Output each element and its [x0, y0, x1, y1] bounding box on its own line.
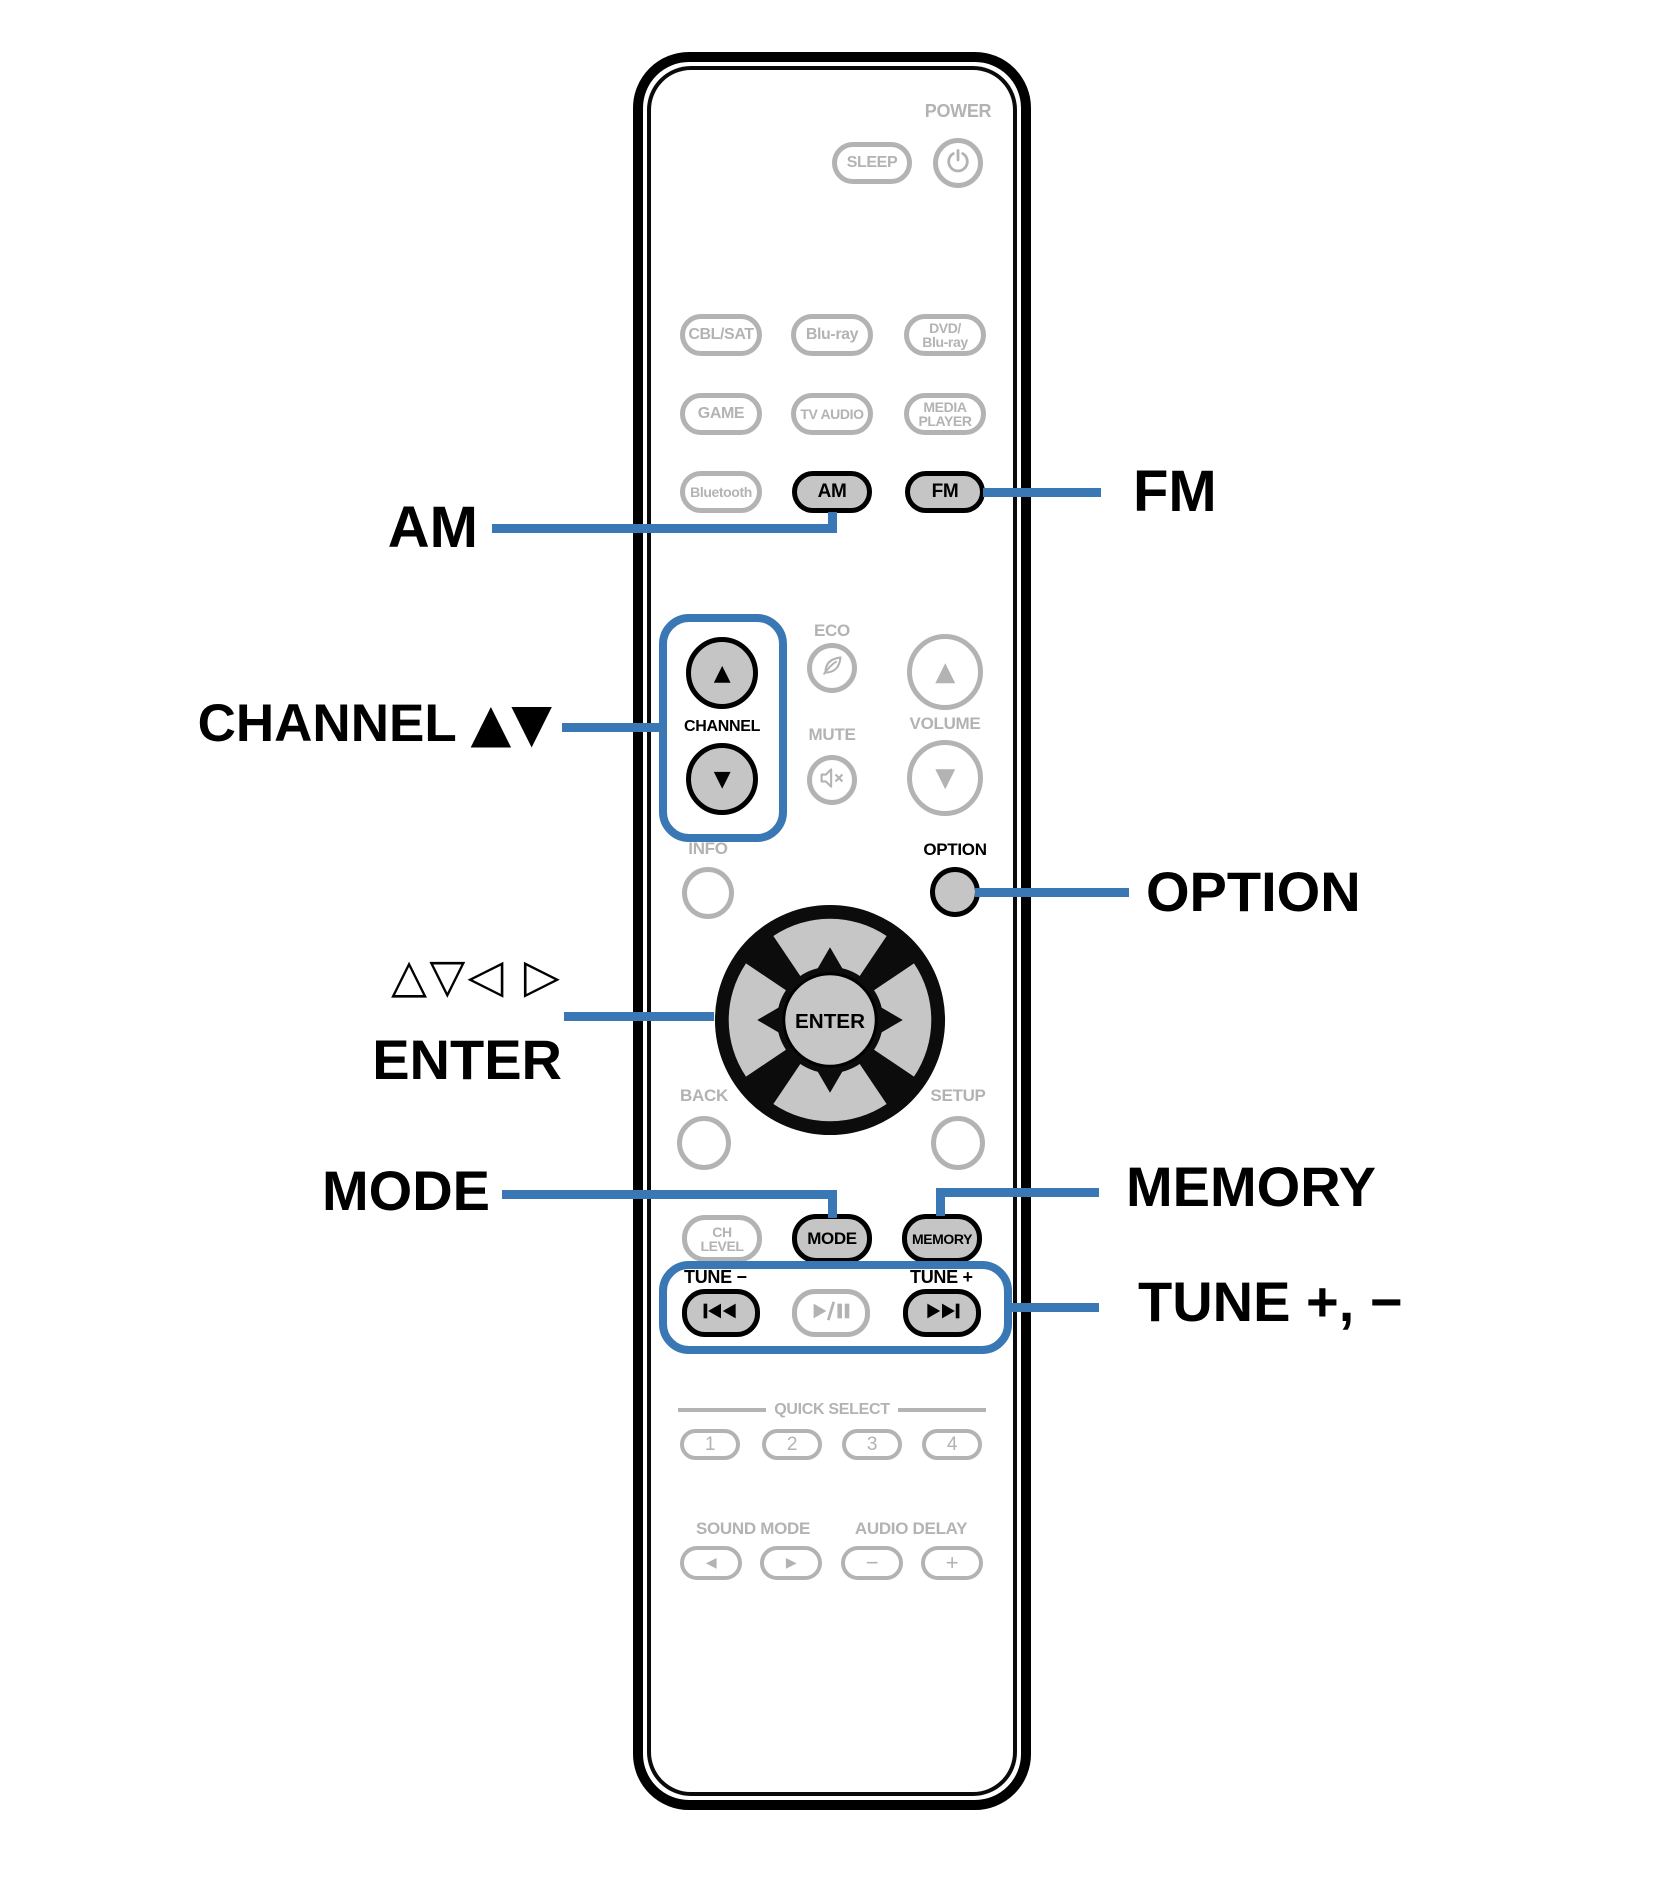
cursor-callout-arrows: △▽◁ ▷ — [391, 949, 562, 1004]
volume-down-button[interactable]: ▼ — [907, 740, 983, 816]
power-label: POWER — [924, 101, 992, 121]
audio-delay-plus-button[interactable]: + — [921, 1546, 983, 1580]
remote-body — [633, 52, 1031, 1810]
source-button-game[interactable]: GAME — [680, 393, 762, 435]
enter-button-label: ENTER — [795, 1010, 865, 1033]
eco-button[interactable] — [807, 643, 857, 693]
memory-callout-line-vertical — [936, 1194, 945, 1216]
quick-select-2-button[interactable]: 2 — [762, 1429, 822, 1460]
quick-select-rule-left — [678, 1408, 766, 1412]
tune-callout-line — [1004, 1303, 1099, 1312]
eco-leaf-icon — [817, 651, 847, 686]
tune-plus-label: TUNE + — [910, 1267, 973, 1287]
memory-callout-line — [936, 1188, 1099, 1197]
option-callout-label: OPTION — [1146, 860, 1361, 923]
enter-button[interactable] — [782, 972, 878, 1068]
power-icon — [943, 146, 973, 181]
sleep-button[interactable]: SLEEP — [832, 142, 912, 184]
am-button[interactable]: AM — [792, 471, 872, 513]
skip-back-button[interactable] — [682, 1289, 760, 1337]
play-pause-button[interactable] — [792, 1289, 870, 1337]
fm-callout-label: FM — [1133, 459, 1217, 524]
source-button-blu-ray[interactable]: Blu-ray — [791, 314, 873, 356]
info-button[interactable] — [682, 867, 734, 919]
channel-callout-label: CHANNEL ▲▼ — [197, 693, 552, 754]
setup-button[interactable] — [931, 1116, 985, 1170]
memory-callout-label: MEMORY — [1126, 1155, 1376, 1218]
skip-forward-button[interactable] — [903, 1289, 981, 1337]
quick-select-rule-right — [898, 1408, 986, 1412]
fm-callout-line — [983, 488, 1101, 497]
mode-button[interactable]: MODE — [792, 1214, 872, 1263]
mute-button[interactable] — [807, 755, 857, 805]
tune-group-highlight — [659, 1261, 1012, 1354]
skip-back-icon — [700, 1300, 742, 1327]
info-label: INFO — [688, 839, 728, 858]
back-button[interactable] — [677, 1116, 731, 1170]
channel-button-label: CHANNEL — [683, 718, 761, 735]
source-button-dvd-blu-ray-label: DVD/Blu-ray — [922, 320, 968, 350]
audio-delay-label: AUDIO DELAY — [854, 1519, 968, 1538]
option-callout-line — [975, 888, 1129, 897]
skip-forward-icon — [921, 1300, 963, 1327]
am-callout-label: AM — [387, 495, 478, 560]
tune-minus-label: TUNE − — [684, 1267, 747, 1287]
quick-select-3-button[interactable]: 3 — [842, 1429, 902, 1460]
source-button-tv-audio[interactable]: TV AUDIO — [791, 393, 873, 435]
sound-mode-right-button[interactable]: ▶ — [760, 1546, 822, 1580]
mute-speaker-icon — [817, 765, 847, 796]
channel-up-button[interactable]: ▲ — [686, 637, 758, 709]
mode-callout-label: MODE — [322, 1159, 490, 1222]
channel-callout-line — [562, 723, 662, 732]
channel-group-highlight — [659, 614, 787, 842]
volume-label: VOLUME — [909, 714, 981, 733]
sound-mode-label: SOUND MODE — [695, 1519, 811, 1538]
eco-label: ECO — [814, 621, 850, 640]
mode-callout-line — [502, 1190, 837, 1199]
quick-select-label: QUICK SELECT — [774, 1401, 890, 1418]
quick-select-4-button[interactable]: 4 — [922, 1429, 982, 1460]
source-button-dvd-blu-ray[interactable]: DVD/Blu-ray — [904, 314, 986, 356]
mute-label: MUTE — [808, 725, 856, 744]
source-button-bluetooth[interactable]: Bluetooth — [680, 471, 762, 513]
fm-button[interactable]: FM — [905, 471, 985, 513]
am-callout-line-vertical — [828, 512, 837, 533]
enter-callout-line — [564, 1012, 714, 1021]
tune-callout-label: TUNE +, − — [1138, 1270, 1403, 1333]
power-button[interactable] — [933, 138, 983, 188]
play-pause-icon — [809, 1300, 853, 1327]
quick-select-1-button[interactable]: 1 — [680, 1429, 740, 1460]
audio-delay-minus-button[interactable]: − — [841, 1546, 903, 1580]
option-button-label: OPTION — [923, 840, 987, 859]
mode-callout-line-vertical — [828, 1196, 837, 1218]
cursor-up-button[interactable] — [773, 918, 887, 976]
volume-up-button[interactable]: ▲ — [907, 634, 983, 710]
cursor-pad[interactable]: ENTER — [712, 902, 948, 1138]
channel-callout-arrows: ▲▼ — [470, 693, 552, 754]
enter-callout-label: ENTER — [372, 1028, 562, 1091]
sound-mode-left-button[interactable]: ◀ — [680, 1546, 742, 1580]
memory-button[interactable]: MEMORY — [902, 1214, 982, 1263]
setup-label: SETUP — [930, 1086, 986, 1105]
am-callout-line — [492, 524, 837, 533]
back-label: BACK — [680, 1086, 728, 1105]
channel-down-button[interactable]: ▼ — [686, 743, 758, 815]
remote-body-inner-line — [647, 66, 1017, 1796]
source-button-cbl-sat[interactable]: CBL/SAT — [680, 314, 762, 356]
